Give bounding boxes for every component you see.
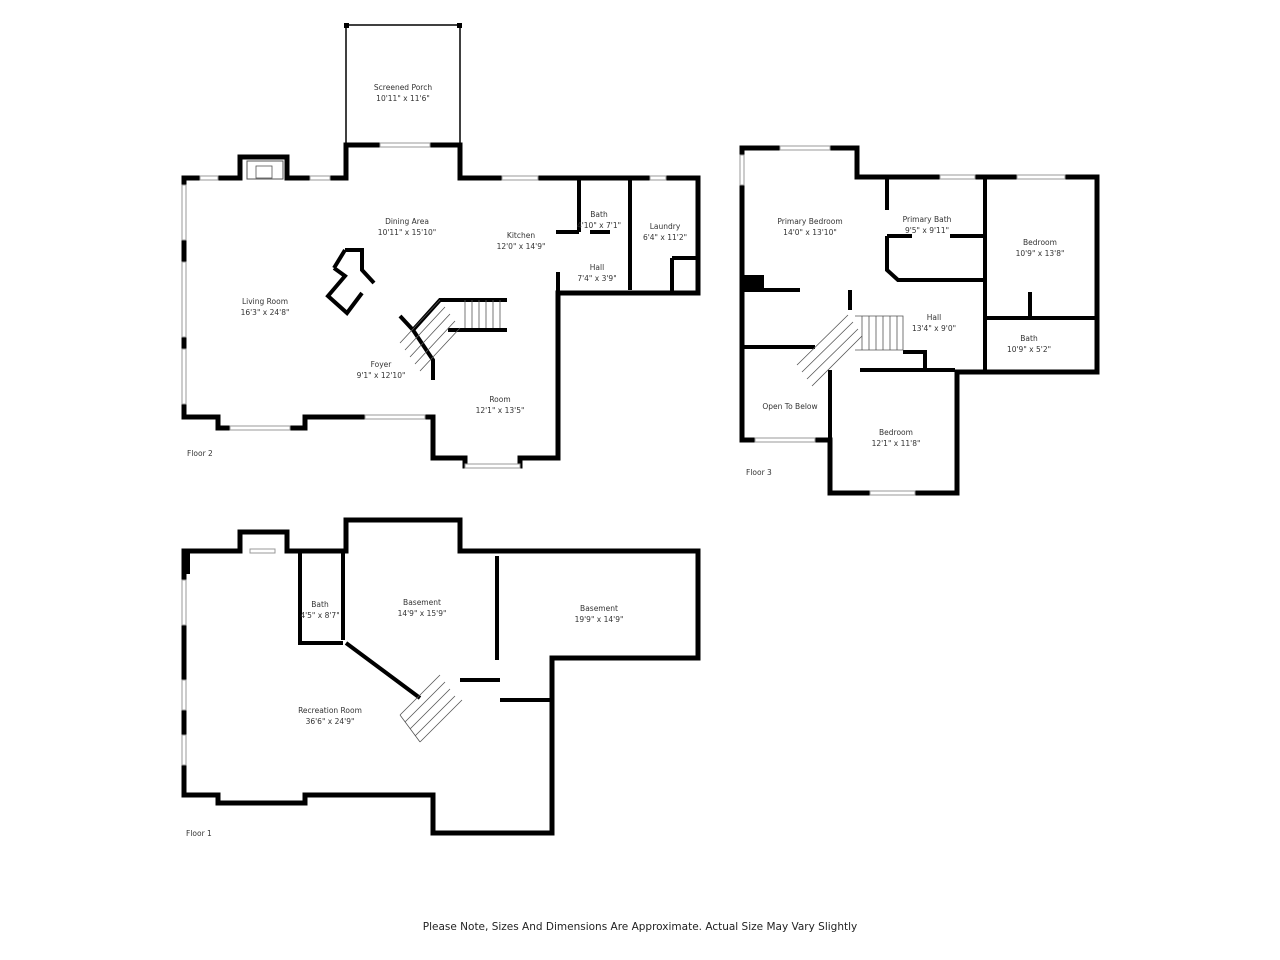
- room-size: 13'4" x 9'0": [912, 324, 956, 333]
- room-name: Primary Bath: [903, 215, 952, 224]
- room-name: Laundry: [650, 222, 681, 231]
- room-name: Bedroom: [879, 428, 913, 437]
- room-size: 12'0" x 14'9": [497, 242, 546, 251]
- room-labels: Screened Porch 10'11" x 11'6" Dining Are…: [186, 83, 1064, 838]
- room-size: 10'9" x 5'2": [1007, 345, 1051, 354]
- room-name: Dining Area: [385, 217, 429, 226]
- room-name: Open To Below: [762, 402, 817, 411]
- room-name: Screened Porch: [374, 83, 432, 92]
- room-size: 6'4" x 11'2": [643, 233, 687, 242]
- room-size: 7'4" x 3'9": [577, 274, 616, 283]
- room-name: Basement: [403, 598, 441, 607]
- room-name: Foyer: [371, 360, 393, 369]
- room-name: Living Room: [242, 297, 288, 306]
- room-size: 4'10" x 7'1": [577, 221, 621, 230]
- floor-1-exterior-wall: [181, 517, 701, 836]
- floor-label: Floor 3: [746, 468, 772, 477]
- room-size: 14'9" x 15'9": [398, 609, 447, 618]
- room-name: Recreation Room: [298, 706, 362, 715]
- room-name: Bath: [1020, 334, 1038, 343]
- floor-2-plan: [181, 23, 701, 469]
- room-name: Bath: [590, 210, 608, 219]
- room-size: 36'6" x 24'9": [306, 717, 355, 726]
- floor-1-plan: [181, 517, 701, 836]
- room-size: 9'1" x 12'10": [357, 371, 406, 380]
- porch-door: [379, 142, 431, 148]
- floor-label: Floor 2: [187, 449, 213, 458]
- footer-note: Please Note, Sizes And Dimensions Are Ap…: [422, 921, 858, 933]
- room-name: Hall: [590, 263, 604, 272]
- room-name: Hall: [927, 313, 941, 322]
- room-name: Bath: [311, 600, 329, 609]
- room-size: 4'5" x 8'7": [300, 611, 339, 620]
- floor-3-plan: [739, 145, 1100, 496]
- room-size: 10'11" x 15'10": [378, 228, 436, 237]
- room-size: 12'1" x 13'5": [476, 406, 525, 415]
- room-size: 12'1" x 11'8": [872, 439, 921, 448]
- room-size: 10'9" x 13'8": [1016, 249, 1065, 258]
- room-name: Basement: [580, 604, 618, 613]
- room-name: Room: [489, 395, 510, 404]
- room-size: 19'9" x 14'9": [575, 615, 624, 624]
- floor-label: Floor 1: [186, 829, 212, 838]
- room-name: Primary Bedroom: [777, 217, 842, 226]
- floor-2-exterior-wall: [181, 142, 701, 469]
- room-size: 14'0" x 13'10": [783, 228, 837, 237]
- room-size: 16'3" x 24'8": [241, 308, 290, 317]
- room-size: 10'11" x 11'6": [376, 94, 430, 103]
- room-name: Bedroom: [1023, 238, 1057, 247]
- room-name: Kitchen: [507, 231, 535, 240]
- room-size: 9'5" x 9'11": [905, 226, 949, 235]
